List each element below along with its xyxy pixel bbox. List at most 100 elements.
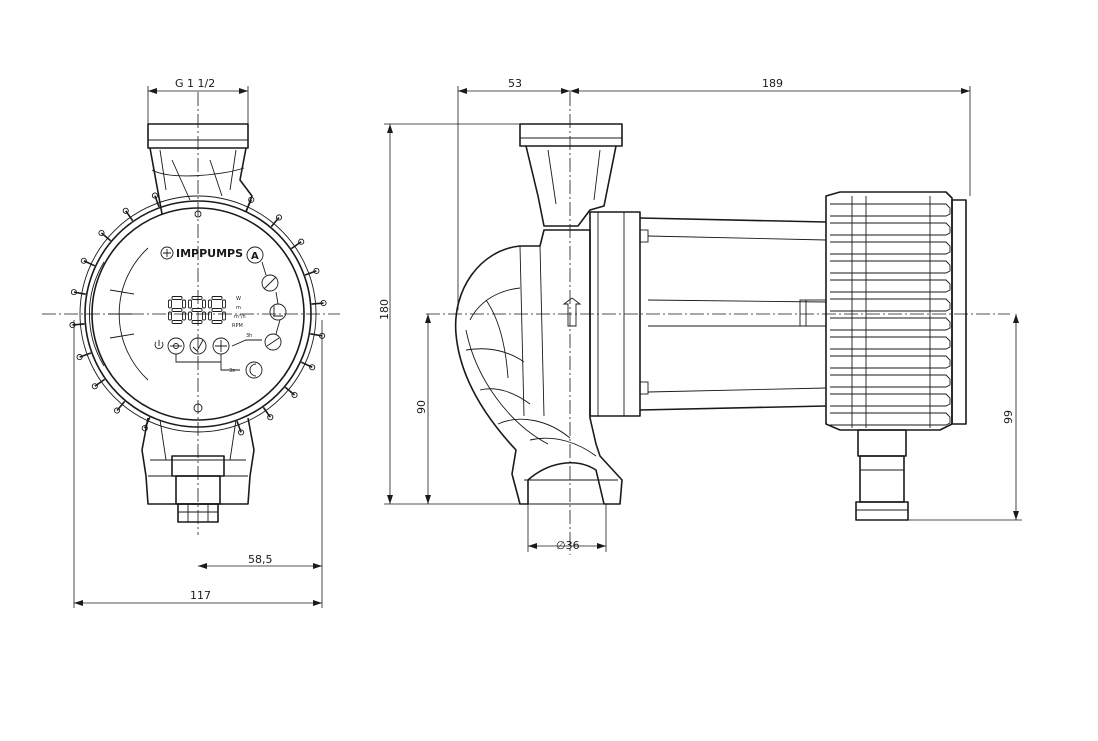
flange-bolt-head [80,257,87,264]
flange-bolt-head [298,238,305,245]
check-icon [189,337,207,355]
brand-logo: IMPPUMPS [160,246,243,260]
cooling-fin [830,336,951,350]
flange-bolt [284,386,296,396]
flange-bolt-head [151,192,158,199]
led-arc-bar [88,247,149,381]
seven-segment-display: W m m³/h RPM [168,296,246,329]
cooling-fin [830,298,951,312]
cooling-fin [830,241,951,255]
digit-segment [208,299,212,309]
curve-icon-2 [269,303,287,321]
digit-segment [222,299,226,309]
flange-bolt [262,406,271,418]
unit-w: W [236,296,241,302]
dimension-lines: G 1 1/2 53 189 180 90 99 ∅36 [73,77,1022,608]
cooling-fin [830,412,951,426]
digit-segment [188,299,192,309]
digit-segment [211,296,223,300]
flange-bolt [154,195,160,208]
side-volute [454,229,623,505]
flange-bolt-head [70,289,77,296]
front-housing-inner [91,207,305,421]
mode-a-indicator: A [246,246,264,264]
digit-segment [182,299,186,309]
digit-segment [222,311,226,321]
digit-segment [191,320,203,324]
flange-bolt [72,323,85,326]
cooling-fin [830,203,951,217]
cooling-fin [830,222,951,236]
digit-segment [208,311,212,321]
digit-segment [191,308,203,312]
unit-m3h: m³/h [234,314,246,320]
flange-bolt [245,199,252,212]
dim-117-label: 117 [190,589,211,602]
flange-bolt [310,333,323,337]
control-buttons: 3h 3s [154,333,263,379]
front-housing-outer [84,200,312,428]
flange-bolt-head [238,429,245,436]
side-cooling-fins [799,191,967,431]
flange-bolt-head [267,414,274,421]
side-motor-body [639,217,827,411]
side-view [426,92,1010,555]
pump-curve-icons [261,261,287,351]
cooling-fin [830,317,951,331]
flange-bolt [270,216,280,228]
cooling-fin [830,374,951,388]
flange-bolt-head [113,407,121,414]
side-top-connector [519,123,623,227]
digit-segment [202,311,206,321]
flange-bolt [116,400,126,412]
mode-a-label: A [251,251,259,262]
dim-diameter-label: ∅36 [556,539,580,552]
cooling-fin [830,260,951,274]
digit-segment [171,308,183,312]
curve-icon-1 [261,274,279,292]
front-top-connector [147,123,253,215]
flange-bolt [311,302,324,305]
flange-bolt [94,378,106,387]
dim-thread-label: G 1 1/2 [175,77,215,90]
timer-3s: 3s [229,368,235,374]
flange-bolt [304,270,317,276]
timer-3h: 3h [246,333,252,339]
unit-rpm: RPM [232,323,243,329]
front-view: IMPPUMPS A W m m³/h RPM [42,92,340,535]
dim-90-label: 90 [415,400,428,414]
brand-logo-icon [160,246,174,260]
flange-bolt-head [291,391,298,399]
digit-segment [211,320,223,324]
digit-segment [188,311,192,321]
flange-bolt-head [122,207,129,214]
curve-icon-3 [264,333,282,351]
brand-name: IMPPUMPS [176,247,243,260]
flange-bolt [144,416,151,429]
flange-bolt [236,420,242,433]
digit-segment [182,311,186,321]
flange-bolt-head [320,299,327,307]
front-bottom-connector [141,417,255,523]
flange-bolt-head [69,321,76,329]
flange-bolt [125,210,134,222]
flange-bolt-head [313,267,320,274]
dim-58-5-label: 58,5 [248,553,273,566]
side-flange [562,211,649,417]
flange-bolt [300,361,313,368]
front-indicator-led [193,403,203,413]
flow-arrow-icon [562,297,582,327]
flange-bolt-head [141,425,148,432]
digit-segment [202,299,206,309]
front-flange-bolts [69,192,327,436]
flange-bolt-head [91,383,98,390]
digit-segment [191,296,203,300]
flange-bolt [290,241,302,250]
flange-bolt [100,232,112,242]
digit-segment [168,311,172,321]
flange-bolt-head [309,364,316,371]
cooling-fin [830,393,951,407]
dim-180-label: 180 [378,299,391,320]
flange-bolt [79,352,92,358]
digit-segment [171,320,183,324]
